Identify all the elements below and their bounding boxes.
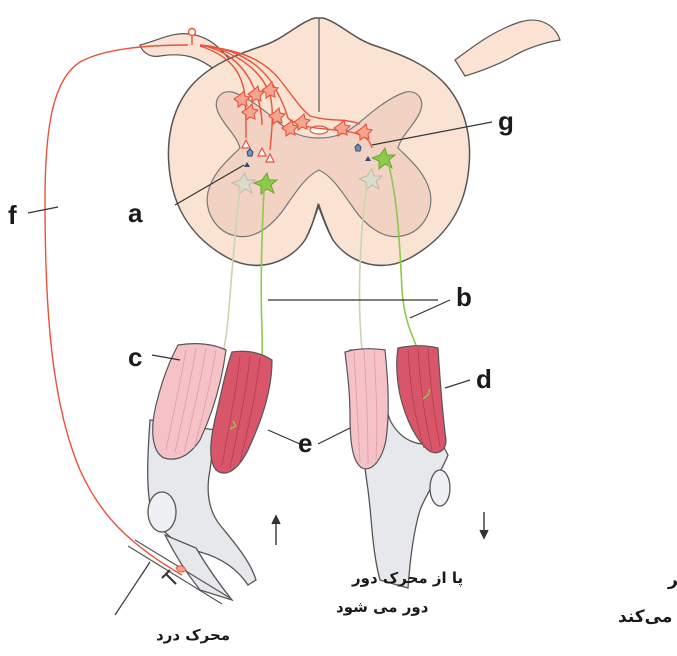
right-patella bbox=[430, 470, 450, 506]
label-g: g bbox=[498, 106, 514, 136]
dorsal-root-right bbox=[455, 20, 560, 76]
pointer-f bbox=[28, 207, 58, 213]
pointer-b-right bbox=[410, 300, 450, 318]
pointer-e-left bbox=[268, 430, 300, 444]
caption-withdraw-line1: پا از محرک دور bbox=[351, 569, 463, 588]
caption-support-line1: پای مقابل از پای دیگر bbox=[667, 569, 677, 590]
label-a: a bbox=[128, 198, 143, 228]
label-c: c bbox=[128, 342, 142, 372]
arrow-down-head bbox=[480, 530, 488, 538]
left-leg bbox=[148, 344, 272, 600]
label-e: e bbox=[298, 428, 312, 458]
pointer-e-right bbox=[318, 428, 350, 444]
spinal-cord bbox=[140, 18, 560, 265]
caption-withdraw-line2: دور می شود bbox=[336, 598, 429, 616]
arrow-up-head bbox=[272, 516, 280, 524]
label-d: d bbox=[476, 364, 492, 394]
caption-support-line2: حمایت می‌کند bbox=[618, 607, 677, 627]
stimulus-tack bbox=[162, 570, 176, 584]
caption-pain-stimulus: محرک درد bbox=[156, 626, 230, 644]
right-leg bbox=[345, 346, 450, 588]
label-b: b bbox=[456, 282, 472, 312]
left-patella bbox=[148, 492, 176, 532]
pointer-d bbox=[445, 380, 470, 388]
pointer-stimulus bbox=[115, 562, 150, 615]
label-f: f bbox=[8, 200, 17, 230]
sensory-ganglion-cell bbox=[189, 29, 196, 36]
